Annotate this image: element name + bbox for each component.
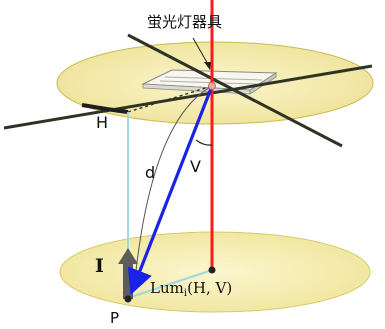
lum-label: Lumi(H, V)	[150, 279, 232, 299]
i-label: I	[95, 255, 104, 277]
angle-h-arc	[81, 103, 129, 114]
d-label: d	[145, 163, 155, 182]
lum-subscript: i	[184, 288, 187, 299]
h-label: H	[96, 113, 108, 132]
fixture-callout-head	[204, 62, 211, 70]
dashed-projection	[127, 85, 213, 113]
v-label: V	[190, 157, 201, 176]
lum-main: Lum	[150, 279, 184, 297]
fixture-callout-line	[192, 37, 210, 67]
p-label: P	[110, 309, 119, 327]
point-p-dot	[124, 295, 132, 303]
cross-axis-diagonal	[127, 33, 343, 148]
source-point	[208, 82, 216, 90]
bottom-plane-disc	[59, 231, 371, 313]
distance-arc	[133, 85, 213, 291]
cross-axis-long	[3, 64, 373, 130]
foot-point	[208, 266, 216, 274]
fixture-label: 蛍光灯器具	[147, 13, 222, 31]
angle-v-arc	[195, 139, 213, 146]
luminous-vector	[127, 85, 214, 295]
lum-args: (H, V)	[187, 279, 232, 297]
